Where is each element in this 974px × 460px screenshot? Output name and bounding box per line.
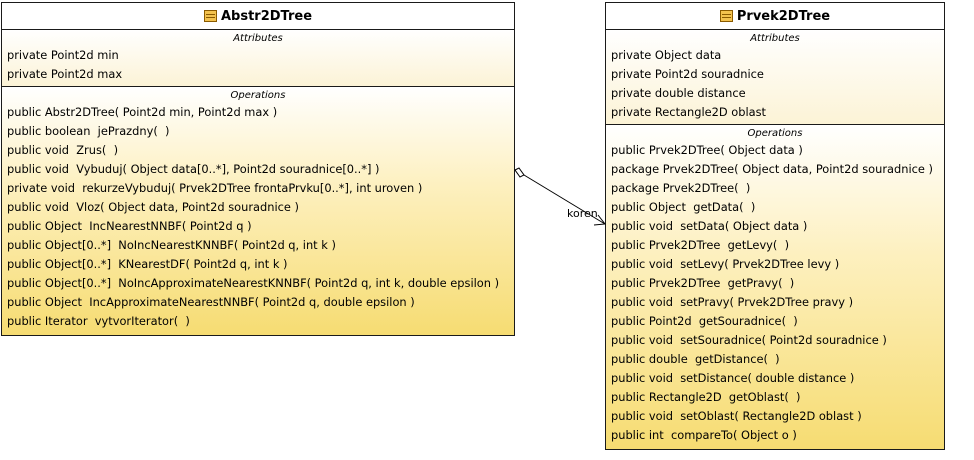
class-title: Prvek2DTree [606,3,944,30]
operation-row: private void rekurzeVybuduj( Prvek2DTree… [7,181,423,195]
operation-row: public void setOblast( Rectangle2D oblas… [611,409,862,423]
class-abstr2dtree[interactable]: Abstr2DTree Attributes private Point2d m… [1,2,515,336]
class-icon [719,10,733,22]
aggregation-diamond [514,167,525,178]
class-name: Abstr2DTree [220,8,313,24]
attribute-row: private double distance [611,86,746,100]
operation-row: public Prvek2DTree getPravy( ) [611,276,795,290]
attribute-row: private Point2d souradnice [611,67,764,81]
attributes-compartment: Attributes private Point2d min private P… [2,30,514,87]
operation-row: public Point2d getSouradnice( ) [611,314,798,328]
operations-compartment: Operations public Abstr2DTree( Point2d m… [2,87,514,335]
navigability-arrow-icon [593,214,606,226]
operation-row: public Object[0..*] KNearestDF( Point2d … [7,257,288,271]
class-title: Abstr2DTree [2,3,514,30]
association-line [523,174,606,225]
operation-row: public Object[0..*] NoIncNearestKNNBF( P… [7,238,336,252]
attribute-row: private Object data [611,48,722,62]
operation-row: package Prvek2DTree( Object data, Point2… [611,162,933,176]
class-prvek2dtree[interactable]: Prvek2DTree Attributes private Object da… [605,2,945,450]
operation-row: public Object IncNearestNNBF( Point2d q … [7,219,252,233]
operation-row: public void Zrus( ) [7,143,119,157]
operation-row: public int compareTo( Object o ) [611,428,797,442]
operations-compartment: Operations public Prvek2DTree( Object da… [606,125,944,449]
operation-row: public Prvek2DTree getLevy( ) [611,238,790,252]
operation-row: public void Vybuduj( Object data[0..*], … [7,162,380,176]
association-role-label: koren [567,207,598,220]
operation-row: public void setDistance( double distance… [611,371,855,385]
operation-row: public void setPravy( Prvek2DTree pravy … [611,295,854,309]
attribute-row: private Point2d max [7,67,123,81]
attributes-compartment: Attributes private Object data private P… [606,30,944,125]
operation-row: public Iterator vytvorIterator( ) [7,314,190,328]
operation-row: public Prvek2DTree( Object data ) [611,143,803,157]
operation-row: public Object IncApproximateNearestNNBF(… [7,295,415,309]
attributes-header: Attributes [233,33,283,44]
operation-row: public Object[0..*] NoIncApproximateNear… [7,276,500,290]
operation-row: public void setLevy( Prvek2DTree levy ) [611,257,840,271]
operation-row: public Rectangle2D getOblast( ) [611,390,801,404]
attribute-row: private Rectangle2D oblast [611,105,767,119]
operation-row: public void Vloz( Object data, Point2d s… [7,200,299,214]
operation-row: public void setSouradnice( Point2d soura… [611,333,887,347]
operation-row: public Abstr2DTree( Point2d min, Point2d… [7,105,278,119]
class-name: Prvek2DTree [736,8,831,24]
attribute-row: private Point2d min [7,48,119,62]
attributes-header: Attributes [750,33,800,44]
operation-row: public double getDistance( ) [611,352,780,366]
operations-header: Operations [230,90,286,101]
operation-row: public boolean jePrazdny( ) [7,124,170,138]
operations-header: Operations [747,128,803,139]
operation-row: public void setData( Object data ) [611,219,808,233]
operation-row: public Object getData( ) [611,200,756,214]
class-icon [203,10,217,22]
operation-row: package Prvek2DTree( ) [611,181,751,195]
